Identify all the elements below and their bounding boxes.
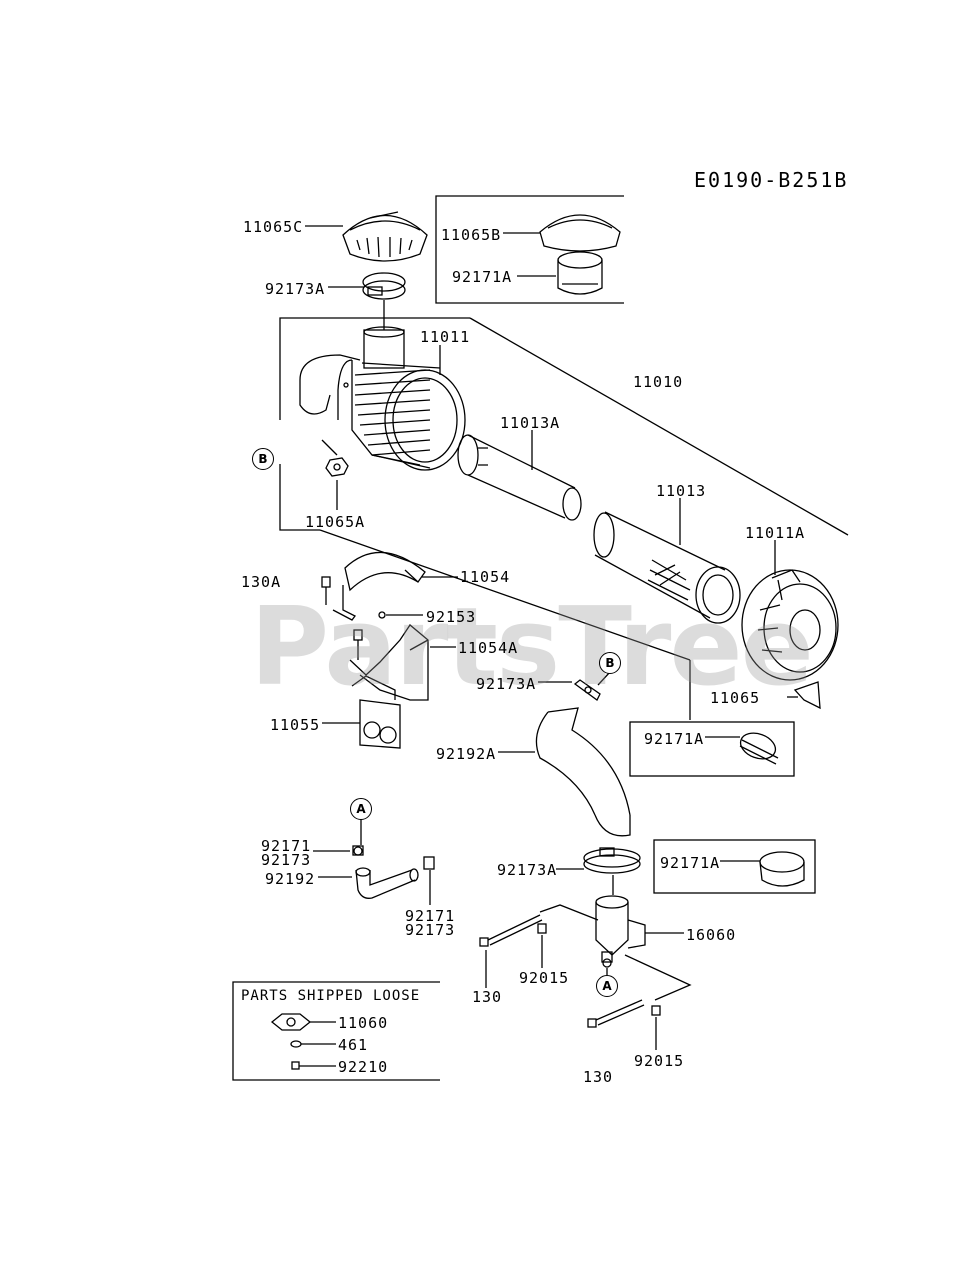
- callout-b-left: B: [252, 448, 274, 470]
- watermark: PartsTree: [250, 585, 814, 710]
- air-cleaner-body-11011: [299, 326, 466, 471]
- valve-11065: [793, 681, 821, 710]
- clamp-92171A-low: [759, 851, 805, 887]
- clamp-92173A-top: [362, 272, 406, 300]
- clamp-92171A-mid: [739, 732, 779, 765]
- nut-92015-b: [651, 1005, 661, 1016]
- label-92192[interactable]: 92192: [265, 870, 316, 888]
- label-11054[interactable]: 11054: [460, 568, 511, 586]
- label-461[interactable]: 461: [338, 1036, 369, 1054]
- nut-92210: [291, 1061, 300, 1070]
- clamp-92171-left: [352, 845, 364, 856]
- gasket-11060: [270, 1013, 312, 1031]
- label-92173A-low[interactable]: 92173A: [497, 861, 558, 879]
- label-92210[interactable]: 92210: [338, 1058, 389, 1076]
- label-11065B[interactable]: 11065B: [441, 226, 502, 244]
- label-92173A-top[interactable]: 92173A: [265, 280, 326, 298]
- inset-box-11065B: [435, 195, 624, 304]
- clamp-92173A-mid: [573, 679, 601, 701]
- label-92173-bottom[interactable]: 92173: [405, 921, 456, 939]
- label-92171A-low[interactable]: 92171A: [660, 854, 721, 872]
- clamp-92171A-top: [557, 251, 603, 295]
- label-92171A-mid[interactable]: 92171A: [644, 730, 705, 748]
- label-92192A[interactable]: 92192A: [436, 745, 497, 763]
- clamp-92171-right: [423, 856, 435, 870]
- label-11065A[interactable]: 11065A: [305, 513, 366, 531]
- cap-11065B: [539, 214, 621, 252]
- label-11011[interactable]: 11011: [420, 328, 471, 346]
- label-130-b[interactable]: 130: [583, 1068, 614, 1086]
- label-11013[interactable]: 11013: [656, 482, 707, 500]
- bolt-130-lower: [587, 999, 645, 1028]
- hose-92192: [355, 867, 419, 899]
- label-16060[interactable]: 16060: [686, 926, 737, 944]
- cap-11065C: [342, 211, 428, 262]
- clamp-92173A-low: [583, 847, 641, 874]
- label-11065C[interactable]: 11065C: [243, 218, 304, 236]
- label-11055[interactable]: 11055: [270, 716, 321, 734]
- parts-shipped-loose-title: PARTS SHIPPED LOOSE: [241, 988, 421, 1004]
- label-92015-b[interactable]: 92015: [634, 1052, 685, 1070]
- callout-a-left: A: [350, 798, 372, 820]
- callout-a-right: A: [596, 975, 618, 997]
- washer-461: [290, 1040, 302, 1048]
- inner-element-11013A: [457, 434, 582, 521]
- label-11013A[interactable]: 11013A: [500, 414, 561, 432]
- adapter-16060: [595, 895, 646, 968]
- label-130A[interactable]: 130A: [241, 573, 282, 591]
- label-92171A-top[interactable]: 92171A: [452, 268, 513, 286]
- bracket-assembly: [321, 576, 429, 749]
- label-11011A[interactable]: 11011A: [745, 524, 806, 542]
- hose-92192A: [535, 707, 631, 837]
- label-11054A[interactable]: 11054A: [458, 639, 519, 657]
- label-11060[interactable]: 11060: [338, 1014, 389, 1032]
- end-cover-11011A: [741, 569, 839, 681]
- label-92153[interactable]: 92153: [426, 608, 477, 626]
- nut-11065A: [325, 457, 349, 477]
- label-92173-left[interactable]: 92173: [261, 851, 312, 869]
- label-92015-a[interactable]: 92015: [519, 969, 570, 987]
- diagram-code: E0190-B251B: [694, 168, 849, 192]
- label-11010[interactable]: 11010: [633, 373, 684, 391]
- inset-box-92171A-low: [653, 839, 816, 894]
- inset-box-92171A-mid: [629, 721, 795, 777]
- nut-92015-a: [537, 923, 547, 934]
- bolt-130-upper: [479, 914, 543, 947]
- label-92173A-mid[interactable]: 92173A: [476, 675, 537, 693]
- parts-shipped-loose-box: [232, 981, 440, 1081]
- callout-b-right: B: [599, 652, 621, 674]
- label-130-a[interactable]: 130: [472, 988, 503, 1006]
- outer-element-11013: [593, 511, 741, 624]
- label-92171-left[interactable]: 92171: [261, 837, 312, 855]
- label-11065[interactable]: 11065: [710, 689, 761, 707]
- label-92171-bottom[interactable]: 92171: [405, 907, 456, 925]
- cover-11054: [344, 551, 426, 592]
